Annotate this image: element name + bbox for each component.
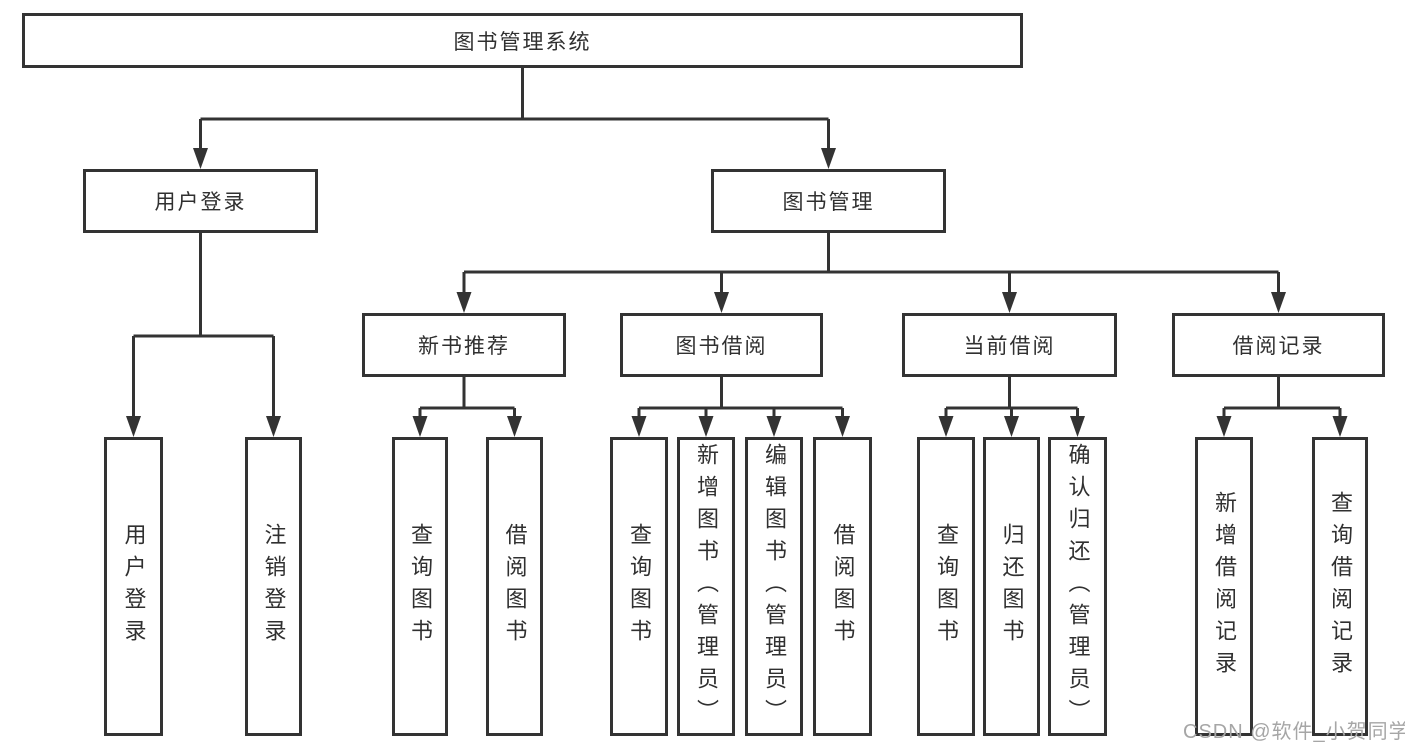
add-borrow-record-leaf: 新增借阅记录 [1195,437,1253,736]
root-node-label: 图书管理系统 [453,30,592,54]
query-books-label: 查询图书 [627,522,652,651]
edit-book-admin-label: 编辑图书（管理员） [762,442,787,731]
logout-leaf: 注销登录 [245,437,302,736]
arrow-icon [193,148,208,169]
user-login-node-label: 用户登录 [154,191,247,214]
arrow-icon [821,148,836,169]
current-borrow-node: 当前借阅 [902,313,1117,377]
arrow-icon [766,416,782,437]
book-management-node: 图书管理 [711,169,946,233]
arrow-icon [507,416,522,437]
current-borrow-label: 当前借阅 [963,335,1056,358]
arrow-icon [456,292,472,313]
connector-userlogin-to-leaves [132,233,275,418]
arrow-icon [698,416,714,437]
arrow-icon [1216,416,1232,437]
query-books-leaf-borrow: 查询图书 [610,437,668,736]
arrow-icon [1332,416,1348,437]
arrow-icon [266,416,281,437]
borrow-records-label: 借阅记录 [1232,335,1325,358]
book-borrow-label: 图书借阅 [675,335,768,358]
borrow-books-leaf-recommend: 借阅图书 [486,437,543,736]
edit-book-admin-leaf: 编辑图书（管理员） [745,437,803,736]
borrow-books-leaf-borrow: 借阅图书 [813,437,872,736]
arrow-icon [1002,292,1017,313]
query-books-label: 查询图书 [408,522,433,651]
query-borrow-record-label: 查询借阅记录 [1328,490,1353,683]
user-login-leaf: 用户登录 [104,437,163,736]
borrow-books-label: 借阅图书 [830,522,856,651]
arrow-icon [1271,292,1286,313]
borrow-books-label: 借阅图书 [502,522,528,651]
connector-records-to-leaves [1222,377,1342,418]
add-borrow-record-label: 新增借阅记录 [1212,490,1237,683]
new-book-recommend-node: 新书推荐 [362,313,566,377]
arrow-icon [1070,416,1085,437]
add-book-admin-label: 新增图书（管理员） [694,442,719,731]
connector-bookmgmt-to-level3 [462,233,1280,294]
user-login-leaf-label: 用户登录 [121,522,147,651]
add-book-admin-leaf: 新增图书（管理员） [677,437,735,736]
connector-bookborrow-to-leaves [637,377,844,418]
connector-newbook-to-leaves [418,377,516,418]
logout-leaf-label: 注销登录 [261,522,287,651]
query-books-label: 查询图书 [934,522,959,651]
arrow-icon [631,416,647,437]
query-books-leaf-current: 查询图书 [917,437,975,736]
query-borrow-record-leaf: 查询借阅记录 [1312,437,1368,736]
watermark: CSDN @软件_小贺同学 [1183,721,1405,743]
new-book-recommend-label: 新书推荐 [418,335,510,358]
arrow-icon [714,292,729,313]
user-login-node: 用户登录 [83,169,318,233]
confirm-return-admin-leaf: 确认归还（管理员） [1048,437,1107,736]
arrowheads [126,148,1348,437]
arrow-icon [835,416,850,437]
arrow-icon [938,416,954,437]
book-borrow-node: 图书借阅 [620,313,823,377]
borrow-records-node: 借阅记录 [1172,313,1385,377]
connector-root-to-level2 [199,68,830,150]
return-books-leaf: 归还图书 [983,437,1040,736]
connector-currentborrow-to-leaves [944,377,1079,418]
confirm-return-admin-label: 确认归还（管理员） [1065,442,1091,731]
arrow-icon [126,416,141,437]
arrow-icon [1004,416,1019,437]
root-node-library-system: 图书管理系统 [22,13,1023,68]
book-management-node-label: 图书管理 [782,191,875,214]
return-books-label: 归还图书 [999,522,1025,651]
arrow-icon [412,416,428,437]
query-books-leaf-recommend: 查询图书 [392,437,448,736]
